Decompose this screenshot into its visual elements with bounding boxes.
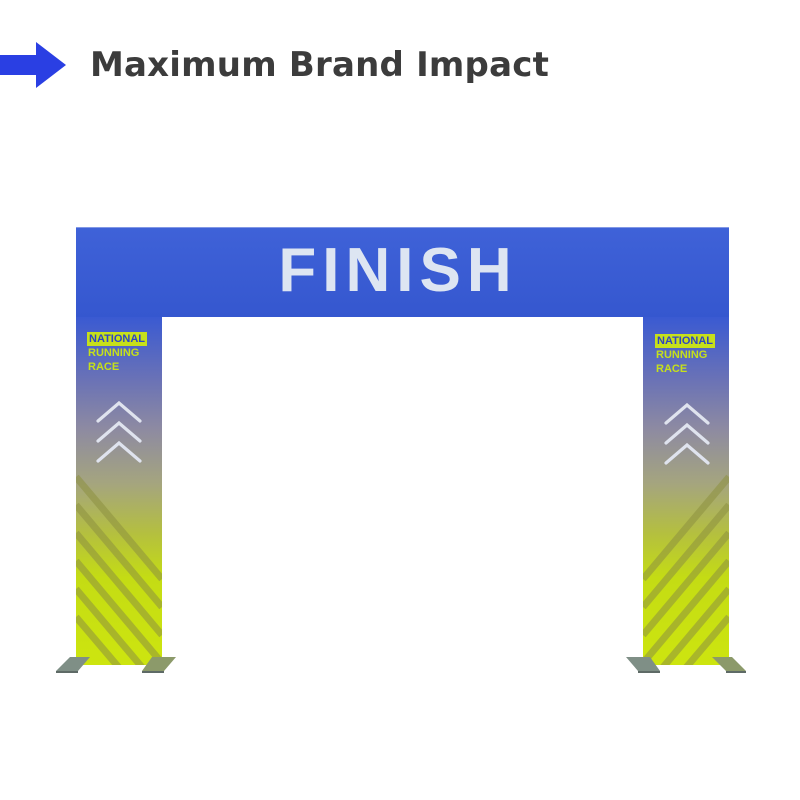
arrow-right-icon bbox=[0, 42, 66, 88]
right-base-foot bbox=[712, 657, 746, 673]
tagline-race: RACE bbox=[88, 361, 120, 373]
pillar-tagline: NATIONAL RUNNING RACE bbox=[655, 334, 716, 376]
tagline-running: RUNNING bbox=[88, 347, 140, 359]
left-pillar: NATIONAL RUNNING RACE bbox=[76, 317, 162, 665]
chevron-up-icon bbox=[96, 401, 142, 463]
banner-finish-text: FINISH bbox=[278, 236, 518, 305]
headline-title: Maximum Brand Impact bbox=[90, 45, 550, 85]
right-pillar: NATIONAL RUNNING RACE bbox=[643, 317, 729, 665]
diagonal-stripes-decoration bbox=[76, 474, 162, 665]
right-base-foot bbox=[626, 657, 660, 673]
tagline-national: NATIONAL bbox=[87, 332, 148, 346]
tagline-race: RACE bbox=[656, 363, 688, 375]
tagline-national: NATIONAL bbox=[655, 334, 716, 348]
left-base-foot bbox=[56, 657, 90, 673]
diagonal-stripes-decoration bbox=[643, 474, 729, 665]
left-base-foot bbox=[142, 657, 176, 673]
pillar-tagline: NATIONAL RUNNING RACE bbox=[87, 332, 148, 374]
tagline-running: RUNNING bbox=[656, 349, 708, 361]
arch-top-banner bbox=[76, 227, 729, 317]
chevron-up-icon bbox=[664, 403, 710, 465]
